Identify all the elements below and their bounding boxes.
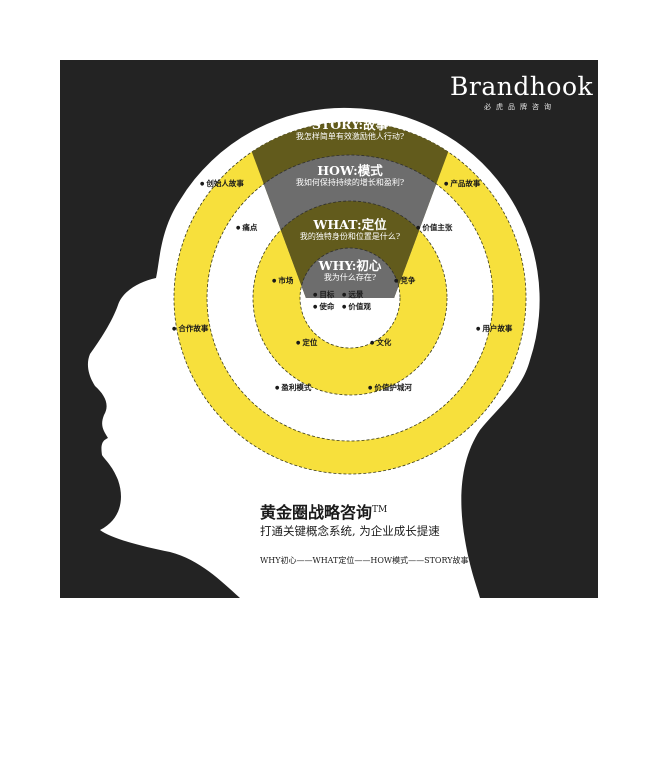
story-item-partner: 合作故事 xyxy=(172,323,208,334)
why-question: 我为什么存在? xyxy=(323,273,377,282)
story-item-product: 产品故事 xyxy=(444,178,480,189)
trademark: TM xyxy=(372,505,388,515)
what-item-positioning: 定位 xyxy=(296,337,317,348)
why-item-goal: 目标 xyxy=(313,289,334,300)
how-question: 我如何保持持续的增长和盈利? xyxy=(295,178,405,187)
how-item-moat: 价值护城河 xyxy=(368,382,412,393)
brand-logo: Brandhook 必虎品牌咨询 xyxy=(450,72,594,112)
what-title: WHAT:定位 xyxy=(313,217,387,232)
what-item-market: 市场 xyxy=(272,275,293,286)
what-item-culture: 文化 xyxy=(370,337,391,348)
story-item-founder: 创始人故事 xyxy=(200,178,244,189)
footer-block: 黄金圈战略咨询TM 打通关键概念系统, 为企业成长提速 WHY初心——WHAT定… xyxy=(260,500,469,566)
what-layer-label: WHAT:定位 我的独特身份和位置是什么? xyxy=(300,218,400,242)
story-title: STORY:故事 xyxy=(311,117,389,132)
story-layer-label: STORY:故事 我怎样简单有效激励他人行动? xyxy=(296,118,404,142)
story-item-user: 用户故事 xyxy=(476,323,512,334)
footer-title: 黄金圈战略咨询 xyxy=(260,503,373,522)
how-item-value-proposition: 价值主张 xyxy=(416,222,452,233)
how-item-pain-point: 痛点 xyxy=(236,222,257,233)
footer-title-row: 黄金圈战略咨询TM xyxy=(260,500,469,523)
footer-subtitle: 打通关键概念系统, 为企业成长提速 xyxy=(260,524,440,538)
what-item-competition: 竞争 xyxy=(394,275,415,286)
how-item-profit-model: 盈利模式 xyxy=(275,382,311,393)
why-item-mission: 使命 xyxy=(313,301,334,312)
brand-subtitle: 必虎品牌咨询 xyxy=(484,103,556,111)
footer-flow: WHY初心——WHAT定位——HOW模式——STORY故事 xyxy=(260,556,469,565)
how-layer-label: HOW:模式 我如何保持持续的增长和盈利? xyxy=(296,164,404,188)
brand-name: Brandhook xyxy=(450,72,594,101)
why-title: WHY:初心 xyxy=(318,258,382,273)
what-question: 我的独特身份和位置是什么? xyxy=(299,232,401,241)
story-question: 我怎样简单有效激励他人行动? xyxy=(295,132,405,141)
why-item-vision: 远景 xyxy=(342,289,363,300)
how-title: HOW:模式 xyxy=(317,163,383,178)
golden-circle-poster: Brandhook 必虎品牌咨询 STORY:故事 我怎样简单有效激励他人行动?… xyxy=(60,60,598,598)
why-item-values: 价值观 xyxy=(342,301,371,312)
why-layer-label: WHY:初心 我为什么存在? xyxy=(319,259,382,283)
